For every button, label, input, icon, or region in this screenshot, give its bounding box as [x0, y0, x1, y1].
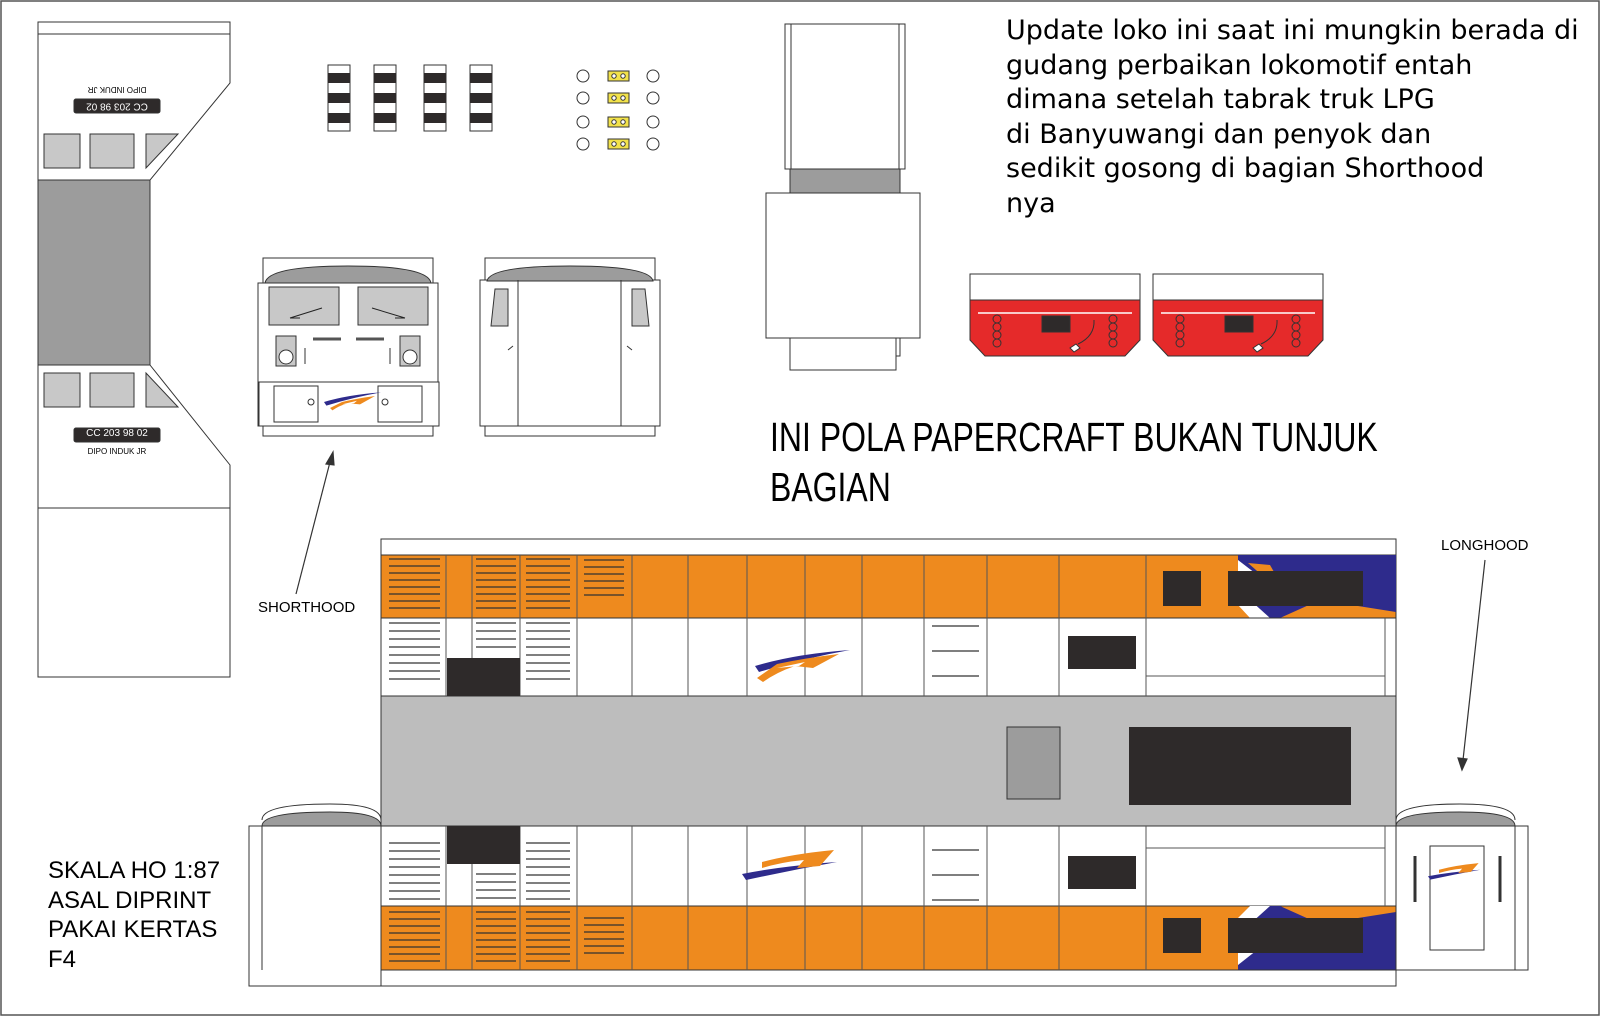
shorthood-label: SHORTHOOD — [258, 599, 356, 616]
louver-grilles — [389, 558, 979, 962]
roof-panel — [37, 21, 231, 678]
light-pieces — [576, 69, 660, 151]
depot-label-top: DIPO INDUK JR — [87, 85, 146, 94]
description-line: di Banyuwangi dan penyok dan — [1006, 118, 1432, 150]
pattern-notice-line: INI POLA PAPERCRAFT BUKAN TUNJUK — [770, 414, 1378, 460]
hood-top-piece — [765, 23, 921, 371]
longhood-label: LONGHOOD — [1441, 537, 1529, 554]
callout-arrows — [295, 450, 1486, 772]
fuel-tank-pieces — [969, 273, 1324, 357]
scale-note-line: F4 — [48, 945, 77, 973]
step-pieces — [327, 64, 493, 132]
pattern-notice-line: BAGIAN — [770, 464, 891, 510]
depot-label-bottom: DIPO INDUK JR — [88, 447, 147, 456]
pattern-notice: INI POLA PAPERCRAFT BUKAN TUNJUK BAGIAN — [770, 412, 1378, 512]
number-plate-bottom — [73, 427, 161, 443]
number-plate-top — [73, 98, 161, 114]
body-side-pattern — [380, 538, 1397, 987]
scale-note: SKALA HO 1:87 ASAL DIPRINT PAKAI KERTAS … — [48, 856, 220, 974]
description-line: Update loko ini saat ini mungkin berada … — [1006, 15, 1579, 46]
cab-rear — [479, 257, 661, 437]
description-text: Update loko ini saat ini mungkin berada … — [1006, 14, 1579, 221]
longhood-stripe-logo — [1428, 863, 1481, 880]
description-line: gudang perbaikan lokomotif entah — [1006, 49, 1473, 81]
body-end-caps — [248, 803, 1529, 987]
number-plate-bottom-text: CC 203 98 02 — [86, 428, 148, 439]
scale-note-line: SKALA HO 1:87 — [48, 857, 221, 884]
scale-note-line: PAKAI KERTAS — [48, 916, 218, 943]
body-stripe-logos — [742, 650, 850, 880]
description-line: dimana setelah tabrak truk LPG — [1006, 84, 1435, 115]
description-line: sedikit gosong di bagian Shorthood — [1006, 153, 1485, 184]
scale-note-line: ASAL DIPRINT — [48, 886, 212, 914]
cab-front-shorthood — [257, 257, 440, 437]
number-plate-top-text: CC 203 98 02 — [86, 100, 148, 111]
description-line: nya — [1006, 187, 1056, 219]
